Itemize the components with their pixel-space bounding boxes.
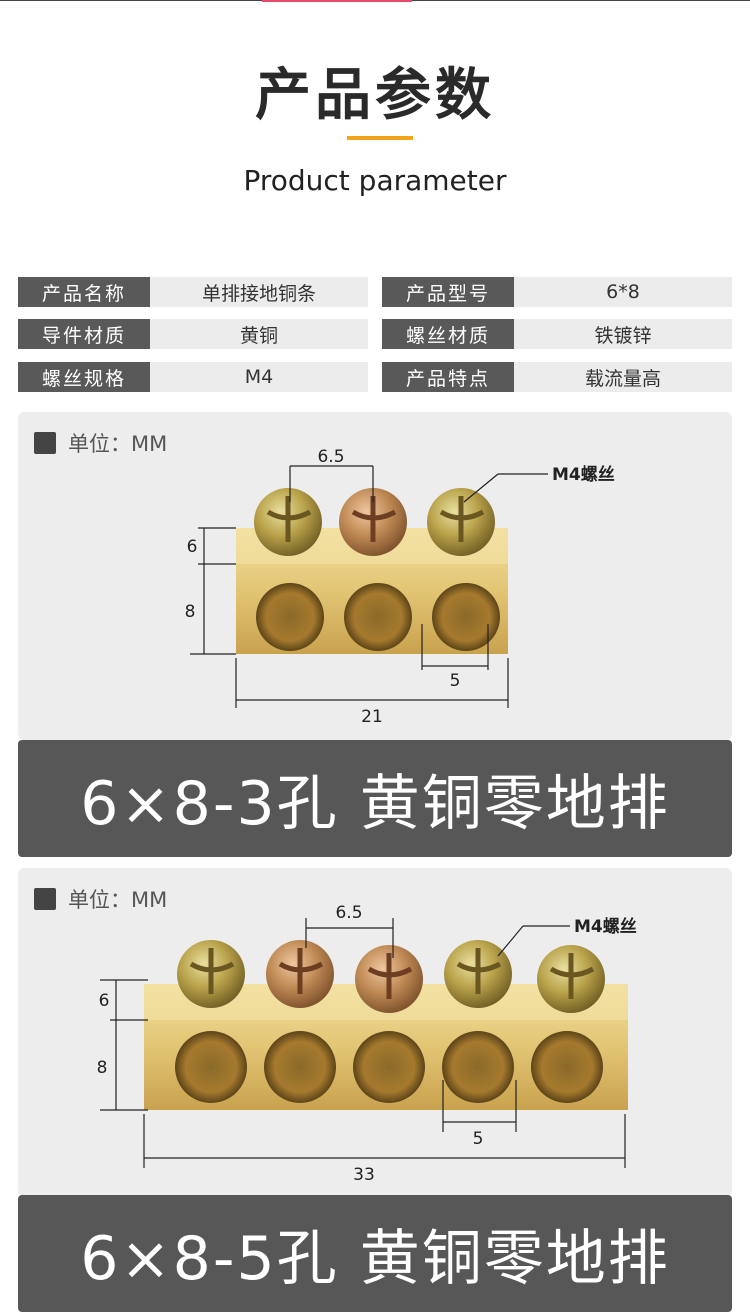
param-value: 单排接地铜条: [150, 277, 368, 307]
dim-height-bottom: 8: [97, 1058, 108, 1078]
product-3hole-banner: 6×8-3孔 黄铜零地排: [18, 740, 732, 857]
param-value: M4: [150, 362, 368, 392]
dim-pitch: 6.5: [335, 903, 362, 923]
param-value: 黄铜: [150, 319, 368, 349]
dim-pitch: 6.5: [317, 447, 344, 467]
param-key: 螺丝材质: [382, 319, 514, 349]
dim-height-top: 6: [99, 991, 110, 1011]
param-row: 螺丝材质 铁镀锌: [382, 319, 732, 349]
unit-label: 单位：MM: [34, 884, 167, 914]
screw-head: [444, 940, 512, 1008]
param-key: 螺丝规格: [18, 362, 150, 392]
param-row: 导件材质 黄铜: [18, 319, 368, 349]
screw-head: [266, 940, 334, 1008]
param-row: 产品型号 6*8: [382, 277, 732, 307]
dim-hole: 5: [473, 1129, 484, 1149]
param-row: 螺丝规格 M4: [18, 362, 368, 392]
unit-text: 单位：MM: [68, 888, 168, 912]
square-bullet-icon: [34, 888, 56, 910]
param-key: 导件材质: [18, 319, 150, 349]
dim-screw: M4螺丝: [574, 916, 637, 937]
bar-hole: [256, 583, 324, 651]
screw-head: [355, 945, 423, 1013]
param-value: 6*8: [514, 277, 732, 307]
dim-screw: M4螺丝: [552, 464, 615, 485]
param-row: 产品名称 单排接地铜条: [18, 277, 368, 307]
bar-hole: [264, 1031, 336, 1103]
page-subtitle: Product parameter: [243, 164, 507, 197]
bar-hole: [531, 1031, 603, 1103]
bar-hole: [432, 583, 500, 651]
bar-hole: [353, 1031, 425, 1103]
product-3hole-panel: 单位：MM: [18, 412, 732, 740]
param-row: 产品特点 载流量高: [382, 362, 732, 392]
square-bullet-icon: [34, 432, 56, 454]
dimension-lines: [190, 465, 548, 708]
dim-length: 33: [353, 1165, 375, 1185]
dim-height-top: 6: [187, 537, 198, 557]
param-key: 产品型号: [382, 277, 514, 307]
dimension-lines: [100, 918, 626, 1168]
product-3hole-diagram: 6.5 M4螺丝 6 8 5 21: [185, 447, 615, 727]
dim-height-bottom: 8: [185, 602, 196, 622]
param-value: 载流量高: [514, 362, 732, 392]
unit-text: 单位：MM: [68, 432, 168, 456]
product-5hole-banner: 6×8-5孔 黄铜零地排: [18, 1195, 732, 1312]
param-key: 产品特点: [382, 362, 514, 392]
dim-length: 21: [361, 707, 383, 727]
product-5hole-diagram: 6.5 M4螺丝 6 8 5 33: [97, 903, 637, 1185]
screw-head: [339, 488, 407, 556]
page-title: 产品参数: [255, 63, 495, 128]
bar-hole: [175, 1031, 247, 1103]
product-5hole-panel: 单位：MM 6.5 M4螺丝 6 8 5 33: [18, 868, 732, 1196]
bar-hole: [344, 583, 412, 651]
unit-label: 单位：MM: [34, 428, 167, 458]
bar-hole: [442, 1031, 514, 1103]
title-accent-bar: [347, 136, 413, 140]
param-key: 产品名称: [18, 277, 150, 307]
dim-hole: 5: [450, 671, 461, 691]
top-accent-mark: [262, 0, 412, 2]
screw-head: [254, 488, 322, 556]
screw-head: [537, 945, 605, 1013]
param-value: 铁镀锌: [514, 319, 732, 349]
screw-head: [177, 940, 245, 1008]
screw-head: [427, 488, 495, 556]
